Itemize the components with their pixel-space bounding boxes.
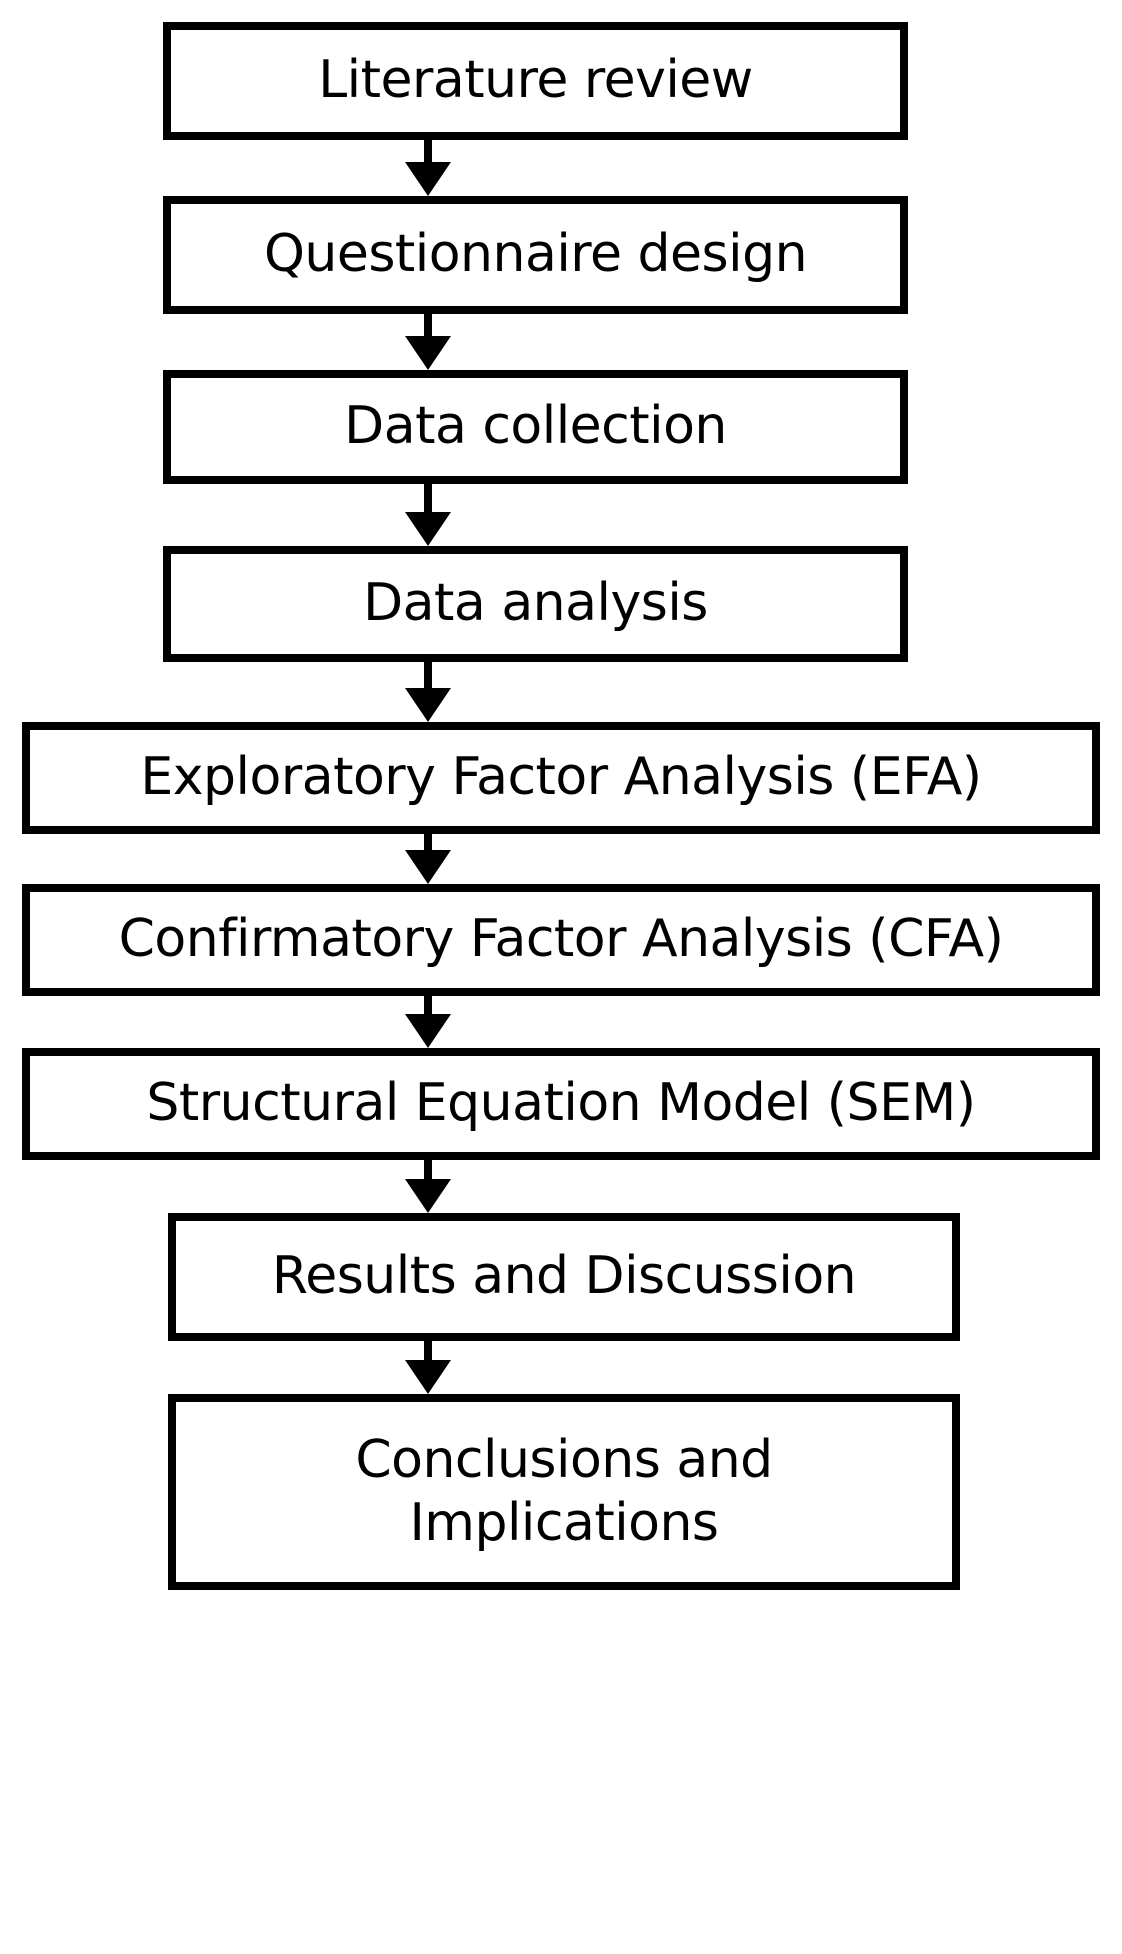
arrow-shaft [424,484,432,513]
arrow-shaft [424,1160,432,1180]
arrow-head-icon [405,688,451,722]
flow-node-conclusions[interactable]: Conclusions and Implications [168,1394,960,1590]
arrow-shaft [424,1341,432,1361]
edge-results-to-conclusions [405,1341,451,1394]
arrow-head-icon [405,1014,451,1048]
arrow-shaft [424,834,432,851]
arrow-head-icon [405,1179,451,1213]
arrow-head-icon [405,1360,451,1394]
edge-cfa-to-sem [405,996,451,1048]
arrow-shaft [424,996,432,1015]
flow-node-label: Exploratory Factor Analysis (EFA) [140,747,982,808]
flow-node-label: Data collection [344,396,727,457]
flow-node-data-analysis[interactable]: Data analysis [163,546,908,662]
flow-node-literature-review[interactable]: Literature review [163,22,908,140]
flow-node-label: Literature review [318,50,753,111]
flow-node-sem[interactable]: Structural Equation Model (SEM) [22,1048,1100,1160]
flow-node-data-collection[interactable]: Data collection [163,370,908,484]
flow-node-efa[interactable]: Exploratory Factor Analysis (EFA) [22,722,1100,834]
arrow-head-icon [405,336,451,370]
edge-collection-to-analysis [405,484,451,546]
flow-node-label: Questionnaire design [263,224,808,285]
flow-node-label: Results and Discussion [271,1246,857,1307]
arrow-shaft [424,314,432,337]
flow-node-label: Confirmatory Factor Analysis (CFA) [118,909,1004,970]
edge-literature-to-questionnaire [405,140,451,196]
flow-node-label: Data analysis [363,573,708,634]
arrow-head-icon [405,850,451,884]
edge-efa-to-cfa [405,834,451,884]
arrow-head-icon [405,512,451,546]
flow-node-questionnaire-design[interactable]: Questionnaire design [163,196,908,314]
edge-questionnaire-to-collection [405,314,451,370]
flow-node-label: Structural Equation Model (SEM) [146,1073,976,1134]
arrow-head-icon [405,162,451,196]
edge-analysis-to-efa [405,662,451,722]
arrow-shaft [424,662,432,689]
flow-node-cfa[interactable]: Confirmatory Factor Analysis (CFA) [22,884,1100,996]
arrow-shaft [424,140,432,163]
flow-node-label: Conclusions and Implications [355,1429,773,1553]
edge-sem-to-results [405,1160,451,1213]
flow-node-results-discussion[interactable]: Results and Discussion [168,1213,960,1341]
